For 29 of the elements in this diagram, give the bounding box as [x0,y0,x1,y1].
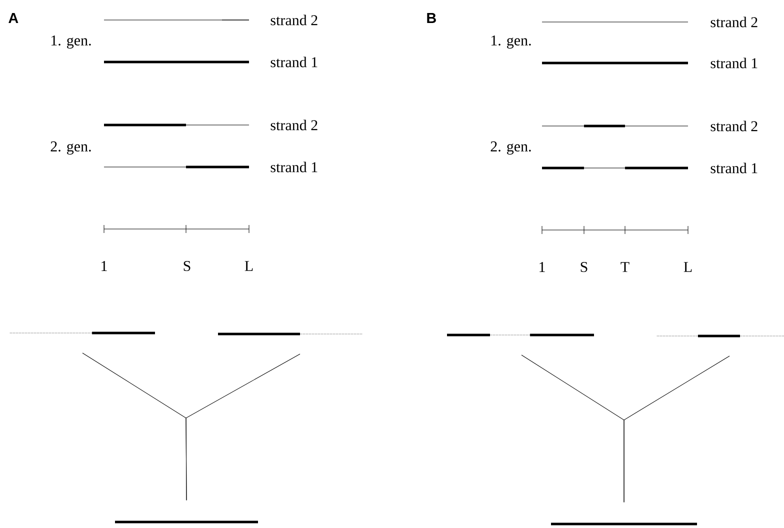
connector-line [624,356,730,503]
strand-label: strand 1 [270,162,318,172]
generation-label: 1. gen. [491,35,531,49]
scale-label: T [620,262,630,272]
scale-label: S [184,260,190,272]
panel-letter: A [8,13,18,23]
scale-label: L [244,261,253,271]
panel-letter: B [427,13,436,23]
strand-label: strand 1 [710,162,758,174]
chromosome-segment [551,522,697,526]
generation-label: 2. gen. [490,141,531,155]
strand-label: strand 1 [710,58,758,68]
strand-label: strand 2 [710,16,758,28]
scale-label: 1 [102,261,107,271]
chromosome-segment [447,334,594,336]
strand-label: strand 1 [270,56,318,68]
strand-label: strand 2 [270,120,318,130]
scale-label: L [684,262,692,272]
strand-label: strand 2 [270,14,318,26]
chromosome-segment [656,334,784,338]
chromosome-segment [10,332,155,334]
generation-label: 1. gen. [51,35,91,49]
chromosome-segment [218,332,362,336]
chromosome-segment [115,520,258,524]
scale-label: S [580,262,588,272]
generation-label: 2. gen. [50,141,91,155]
connector-line [186,354,300,501]
strand-label: strand 2 [710,120,758,132]
scale-label: 1 [540,262,545,272]
